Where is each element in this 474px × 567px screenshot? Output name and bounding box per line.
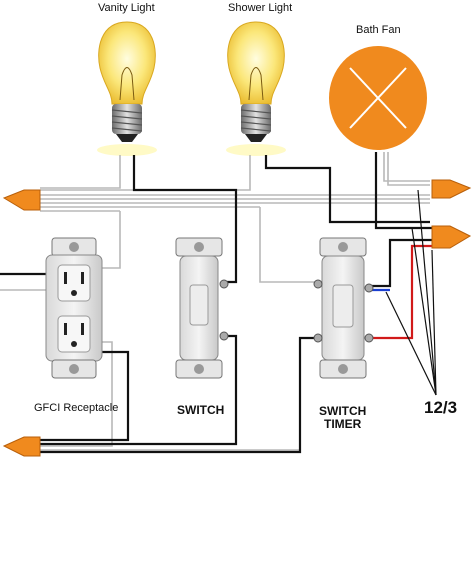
wire-nut-left-top [2,189,41,211]
bath-fan-label: Bath Fan [356,24,401,36]
single-switch [175,237,229,379]
vanity-light-bulb [97,21,157,156]
cable-pointer-lines [385,189,437,396]
shower-light-bulb [226,21,286,156]
wire-nut-left-bottom [2,436,41,457]
wire-nut-right-mid [431,225,472,249]
switch-timer-label-line2: TIMER [324,417,362,431]
switch-timer-label-line1: SWITCH [319,404,367,418]
cable-label: 12/3 [424,398,458,417]
red-wire [370,244,432,340]
bath-fan-icon [329,46,427,150]
wire-nut-right-top [431,179,472,199]
gfci-label: GFCI Receptacle [34,402,119,414]
shower-light-label: Shower Light [228,2,293,14]
hot-wires [0,152,432,454]
vanity-light-label: Vanity Light [98,2,155,14]
switch-label: SWITCH [177,403,225,417]
gfci-receptacle [45,237,103,379]
switch-timer [313,237,374,379]
